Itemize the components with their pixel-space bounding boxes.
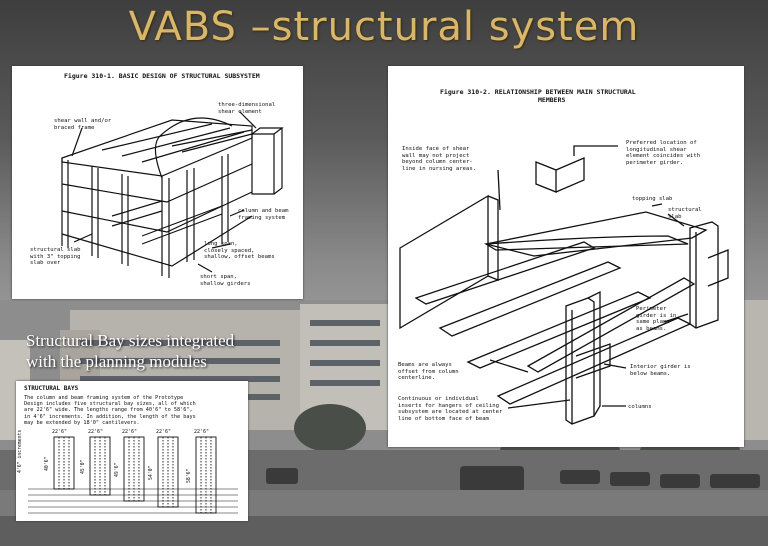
bay-width-label: 22'6": [52, 429, 68, 435]
bay-width-label: 22'6": [156, 429, 172, 435]
structural-bays-heading: STRUCTURAL BAYS: [24, 385, 79, 392]
bay-length-label: 40'6": [45, 456, 50, 471]
bay-width-label: 22'6": [194, 429, 210, 435]
label-long-span: long span,closely spaced,shallow, offset…: [204, 241, 275, 260]
label-increments: 4'6" increments: [18, 429, 23, 473]
bay-length-label: 49'6": [115, 462, 120, 477]
figure-310-2-title: Figure 310-2. RELATIONSHIP BETWEEN MAIN …: [440, 88, 636, 104]
figure-310-2-panel: Figure 310-2. RELATIONSHIP BETWEEN MAIN …: [388, 66, 744, 447]
label-topping-slab: topping slab: [632, 196, 673, 202]
bay-diagram: [28, 436, 238, 514]
bay-outline: [195, 436, 217, 514]
bay-length-label: 45'0": [81, 459, 86, 474]
label-columns: columns: [628, 404, 652, 410]
figure-310-1-title: Figure 310-1. BASIC DESIGN OF STRUCTURAL…: [64, 72, 260, 80]
bay-width-label: 22'6": [88, 429, 104, 435]
bay-length-label: 58'6": [187, 468, 192, 483]
figure-310-1-panel: Figure 310-1. BASIC DESIGN OF STRUCTURAL…: [12, 66, 303, 299]
structural-bays-panel: STRUCTURAL BAYS The column and beam fram…: [16, 381, 248, 521]
bay-length-label: 54'0": [149, 465, 154, 480]
label-short-span: short span,shallow girders: [200, 274, 251, 287]
structural-subsystem-drawing: [61, 111, 284, 278]
structural-members-drawing: [399, 145, 729, 425]
bay-outline: [53, 436, 75, 490]
structural-bays-text: The column and beam framing system of th…: [24, 395, 196, 426]
slide-title: VABS –structural system: [128, 4, 640, 50]
bay-width-label: 22'6": [122, 429, 138, 435]
